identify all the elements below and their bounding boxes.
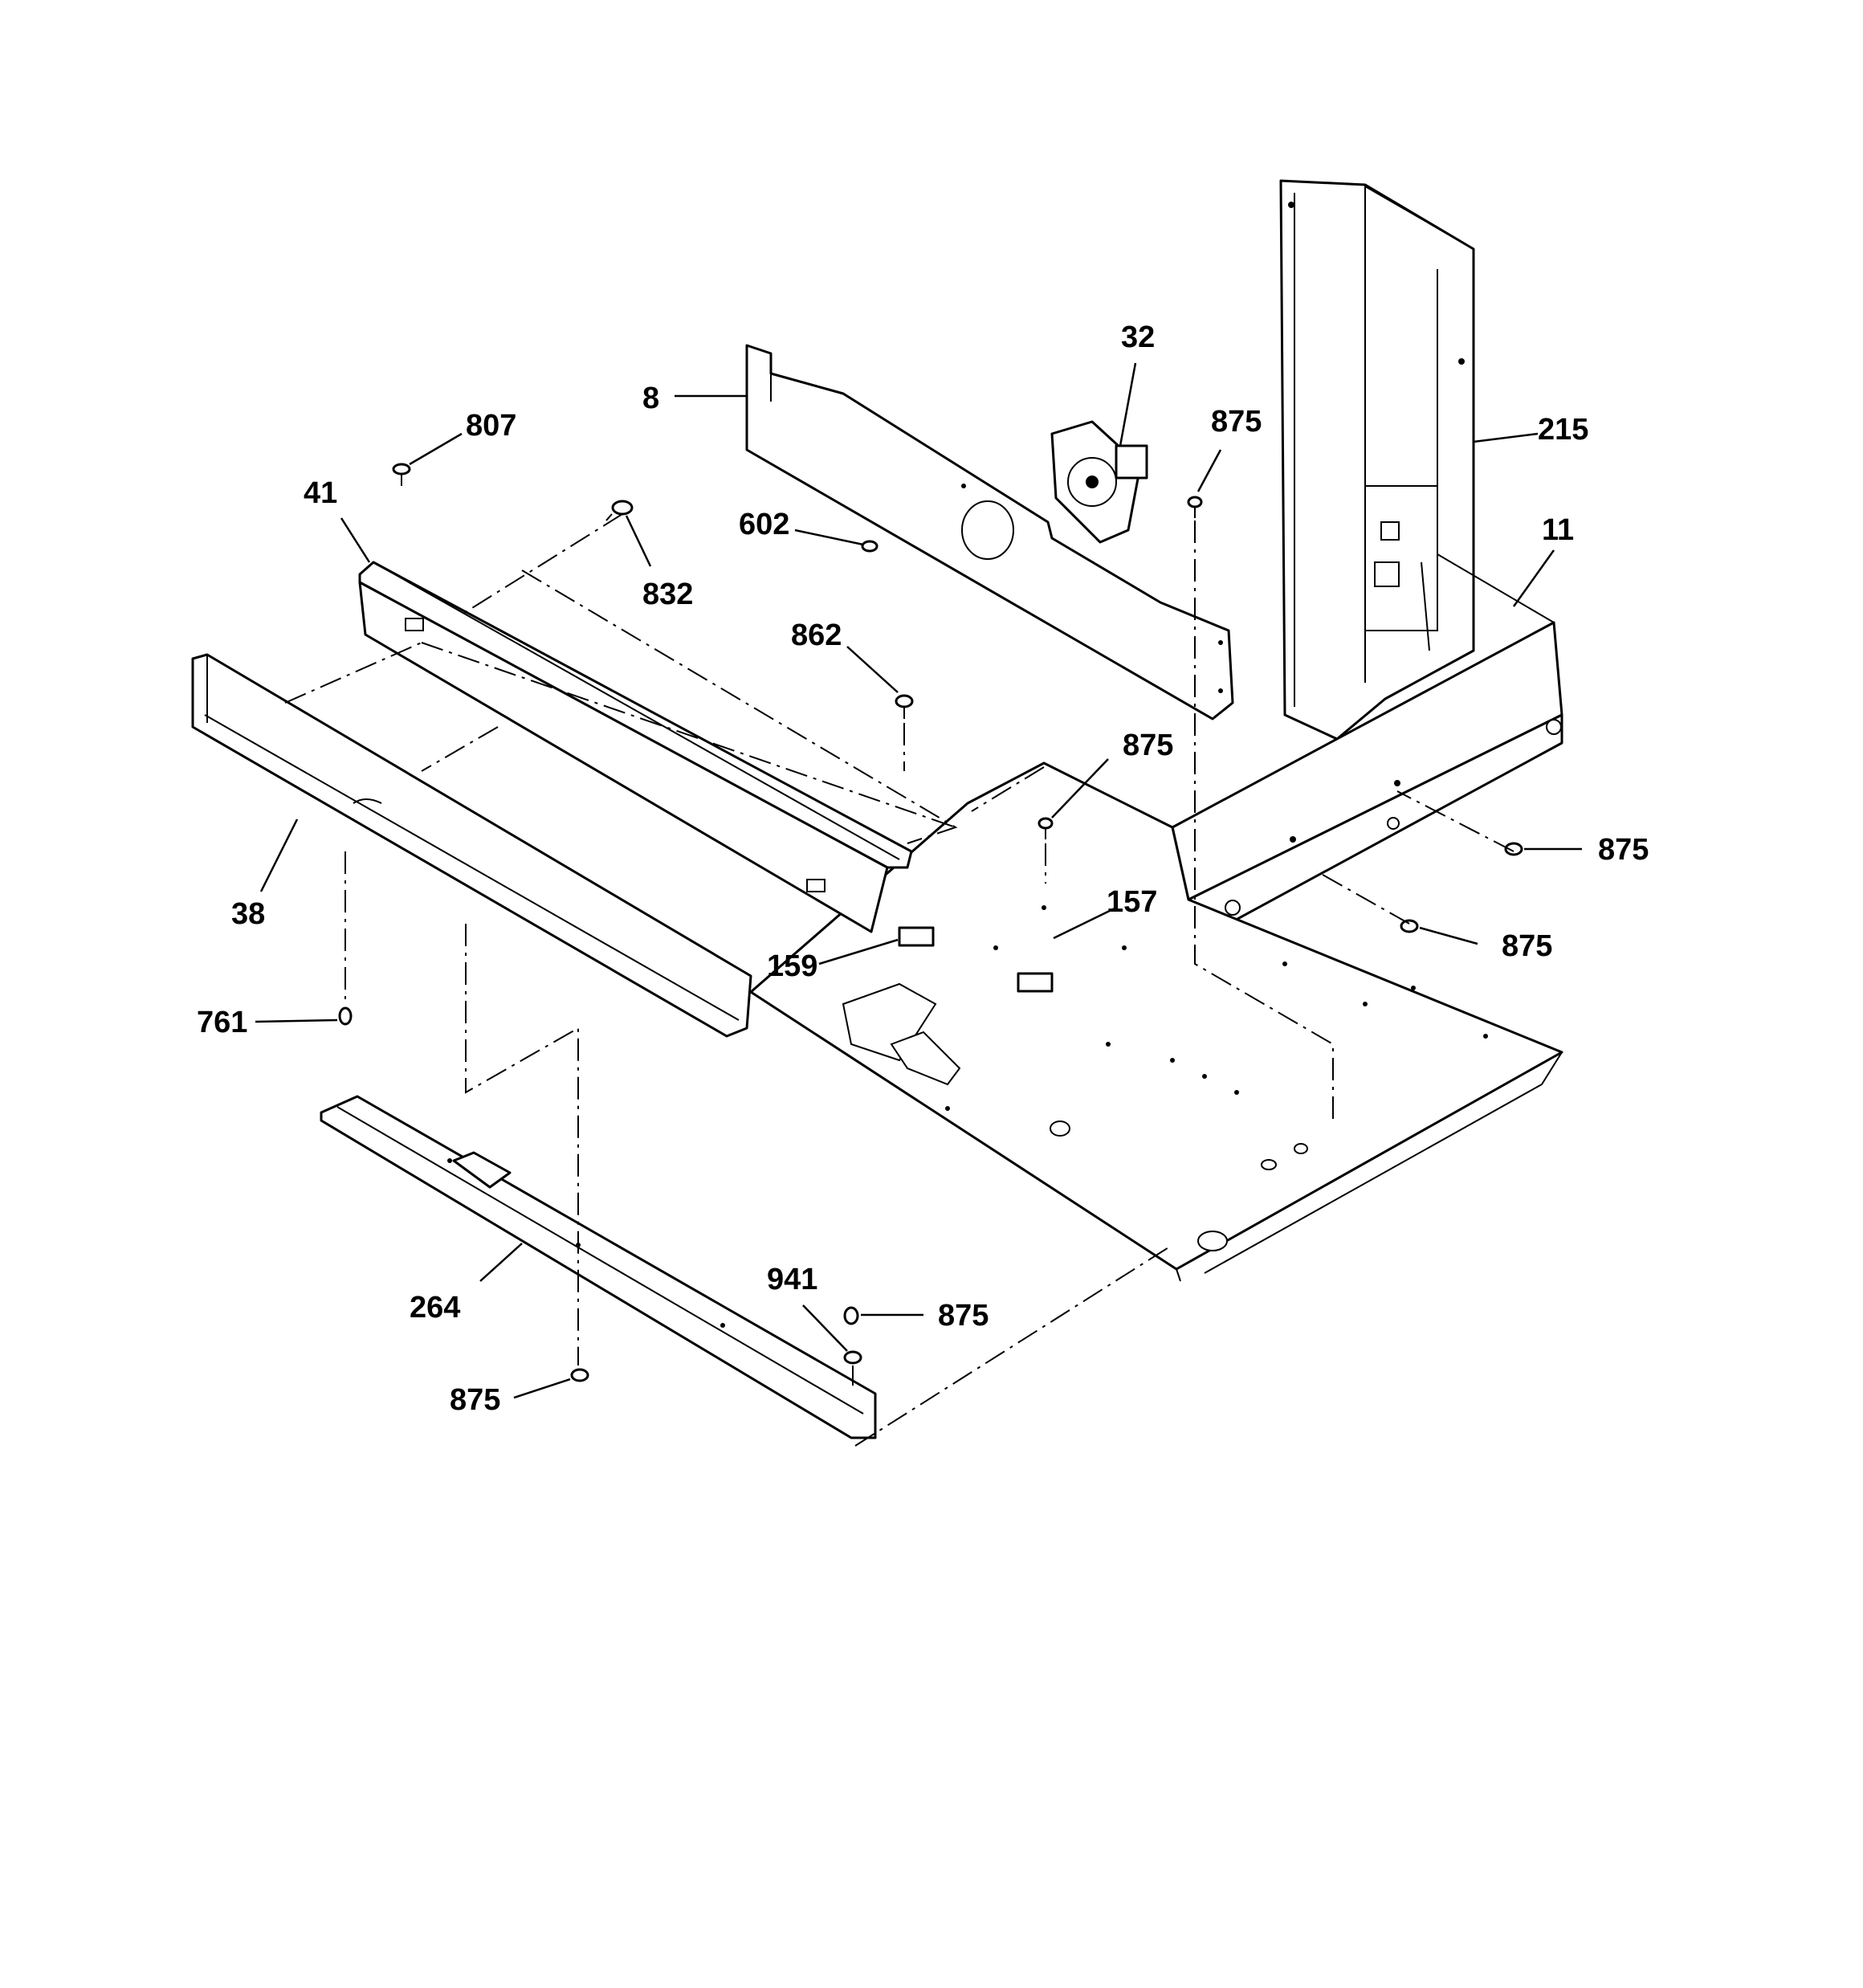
part-157-thermostat <box>1017 972 1054 993</box>
leader-lines <box>255 362 1582 1399</box>
callout-875: 875 <box>1598 833 1649 867</box>
part-base-plate <box>749 761 1563 1282</box>
part-875-screw-bottom-left <box>570 1368 589 1382</box>
part-8-duct-panel <box>745 344 1234 720</box>
part-941-washer <box>843 1350 862 1365</box>
callout-875: 875 <box>1123 729 1173 762</box>
callout-941: 941 <box>767 1263 817 1296</box>
callout-159: 159 <box>767 949 817 983</box>
part-875-screw-right-lower <box>1400 919 1419 933</box>
callout-862: 862 <box>791 618 842 652</box>
callout-875: 875 <box>1211 405 1262 439</box>
part-875-screw-mid <box>1037 817 1054 839</box>
part-761-screw <box>338 1006 353 1026</box>
callout-807: 807 <box>466 409 516 443</box>
part-602-screw <box>861 540 879 553</box>
callout-41: 41 <box>304 476 337 510</box>
part-875-screw-top <box>1187 496 1203 518</box>
part-875-screw-bottom-right <box>843 1306 859 1325</box>
part-32-fan <box>1050 420 1148 544</box>
part-11-front-rail <box>1171 553 1563 925</box>
callout-8: 8 <box>642 382 659 415</box>
callout-832: 832 <box>642 578 693 611</box>
callout-602: 602 <box>739 508 789 541</box>
callout-875: 875 <box>450 1383 500 1417</box>
callout-labels: 32 8 875 215 807 41 602 11 832 862 875 8… <box>197 320 1649 1417</box>
callout-11: 11 <box>1542 513 1574 547</box>
callout-32: 32 <box>1121 320 1155 354</box>
part-215-side-panel <box>1279 179 1475 741</box>
part-38-front-panel <box>191 653 752 1038</box>
part-41-control-trim <box>358 561 913 933</box>
part-875-screw-right-upper <box>1504 842 1523 856</box>
callout-875: 875 <box>938 1299 989 1333</box>
part-832-clip <box>605 500 634 521</box>
part-159-thermostat <box>898 926 935 947</box>
part-264-bottom-rail <box>320 1095 877 1439</box>
callout-157: 157 <box>1107 885 1157 919</box>
callout-38: 38 <box>231 897 265 931</box>
alignment-lines <box>284 513 1514 1447</box>
callout-264: 264 <box>410 1291 460 1325</box>
callout-215: 215 <box>1538 413 1588 447</box>
part-807-screw <box>392 463 411 486</box>
part-862-screw <box>895 694 914 719</box>
callout-761: 761 <box>197 1006 247 1039</box>
callout-875: 875 <box>1502 929 1552 963</box>
